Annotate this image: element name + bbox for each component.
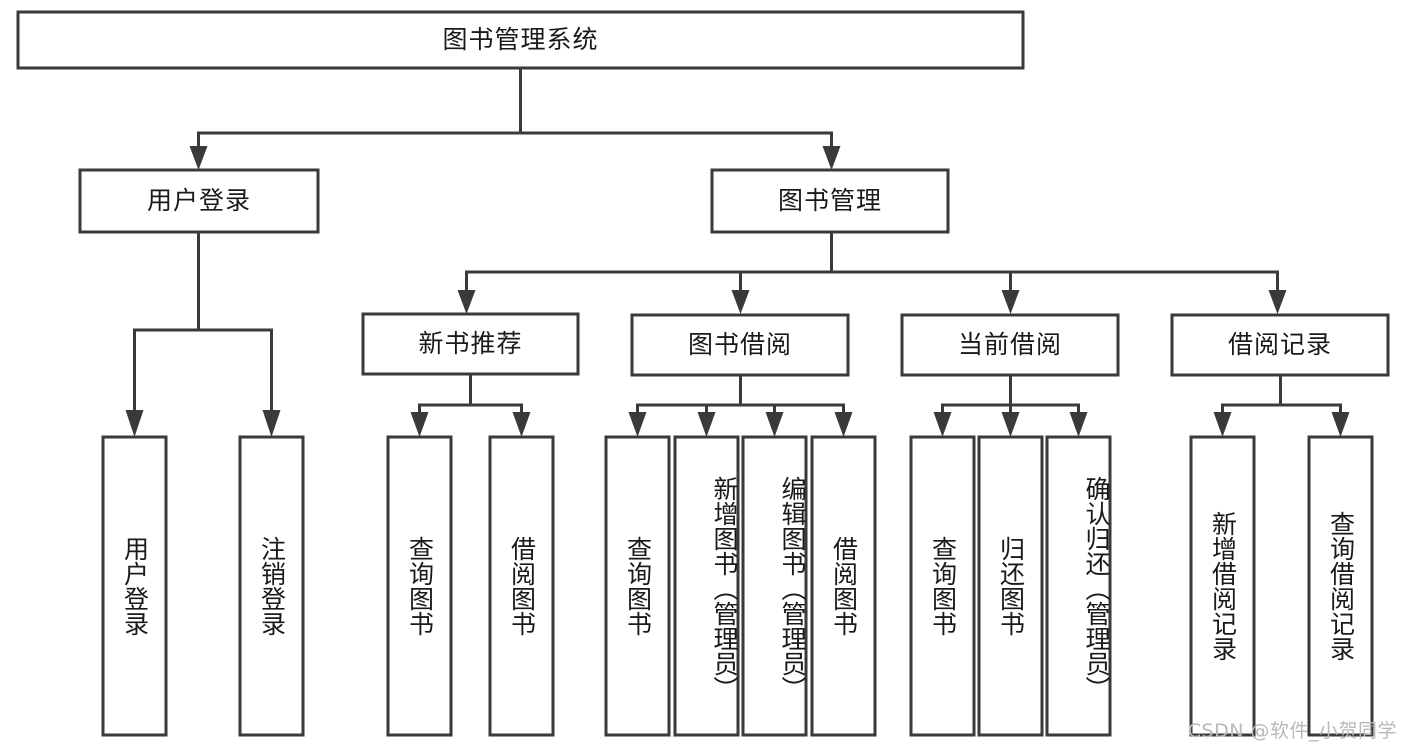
arrow-head-borrowrecord-2: [1331, 412, 1350, 437]
arrow-head-borrow-2: [697, 412, 716, 437]
connector-group-borrow: [628, 373, 853, 437]
arrow-head-newbook-2: [512, 412, 531, 437]
arrow-head-borrow-1: [628, 412, 647, 437]
node-box-leaf-2[interactable]: [386, 435, 453, 737]
arrow-head-userlogin-1: [125, 410, 144, 437]
node-box-root[interactable]: [16, 10, 1025, 70]
arrow-head-bookmanage-4: [1268, 290, 1287, 314]
node-box-book-borrow[interactable]: [630, 313, 850, 377]
connector-group-user-login: [125, 230, 281, 437]
node-box-leaf-5[interactable]: [673, 435, 740, 737]
arrow-head-borrow-4: [834, 412, 853, 437]
arrow-head-bookmanage-1: [457, 290, 476, 314]
arrow-head-userlogin-2: [262, 410, 281, 437]
arrow-head-currentborrow-1: [933, 412, 952, 437]
node-box-book-manage[interactable]: [710, 168, 950, 234]
node-box-leaf-11[interactable]: [1189, 435, 1256, 737]
node-box-current-borrow[interactable]: [900, 313, 1120, 377]
arrow-head-currentborrow-2: [1001, 412, 1020, 437]
node-box-leaf-12[interactable]: [1307, 435, 1374, 737]
node-box-leaf-0[interactable]: [101, 435, 168, 737]
connector-group-current-borrow: [933, 373, 1088, 437]
node-box-user-login[interactable]: [78, 168, 320, 234]
node-box-leaf-8[interactable]: [909, 435, 976, 737]
node-box-borrow-record[interactable]: [1170, 313, 1390, 377]
arrow-head-currentborrow-3: [1069, 412, 1088, 437]
arrow-head-bookmanage-2: [731, 290, 750, 314]
watermark-text: CSDN @软件_小贺同学: [1187, 720, 1397, 742]
connector-group-new-book: [410, 372, 531, 437]
arrow-head-root-2: [822, 146, 841, 170]
arrow-head-borrowrecord-1: [1213, 412, 1232, 437]
node-box-leaf-4[interactable]: [604, 435, 671, 737]
connector-group-borrow-record: [1213, 373, 1350, 437]
arrow-head-borrow-3: [765, 412, 784, 437]
node-box-leaf-10[interactable]: [1045, 435, 1112, 737]
node-box-leaf-3[interactable]: [488, 435, 555, 737]
node-box-leaf-7[interactable]: [810, 435, 877, 737]
arrow-head-root-1: [189, 146, 208, 170]
connector-group-root: [189, 66, 841, 170]
node-box-new-book-recommend[interactable]: [361, 312, 580, 376]
arrow-head-newbook-1: [410, 412, 429, 437]
node-box-leaf-1[interactable]: [238, 435, 305, 737]
connector-group-book-manage: [457, 230, 1287, 314]
node-box-leaf-6[interactable]: [741, 435, 808, 737]
arrow-head-bookmanage-3: [1001, 290, 1020, 314]
node-box-leaf-9[interactable]: [977, 435, 1044, 737]
